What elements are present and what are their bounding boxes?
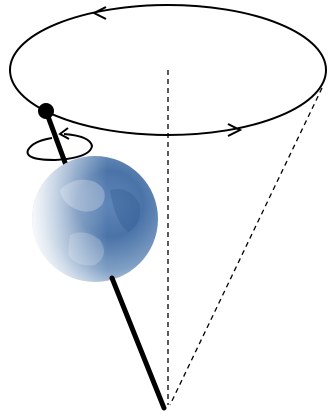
spin-axis-rod <box>112 278 164 408</box>
orbit-arrow-top <box>94 7 106 19</box>
spin-axis-tip-dot <box>38 103 54 119</box>
cone-edge-dashed <box>170 88 322 405</box>
spinning-sphere <box>32 156 158 282</box>
